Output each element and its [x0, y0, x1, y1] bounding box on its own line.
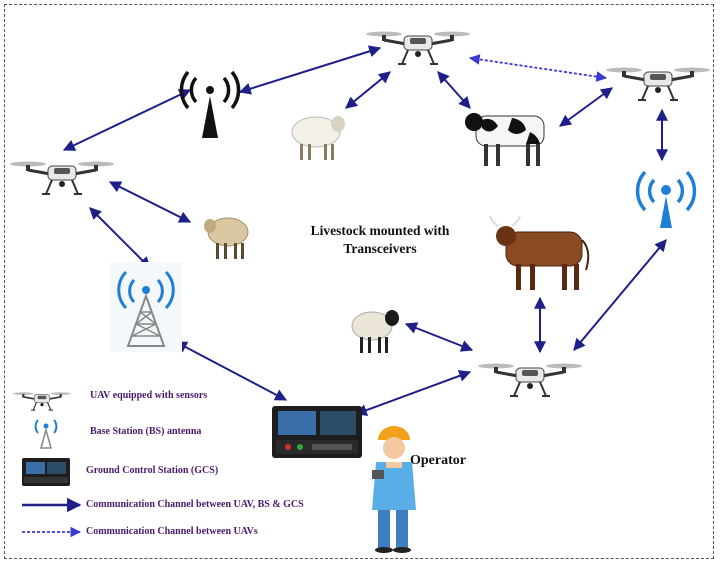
ground-control-station-icon	[22, 458, 70, 486]
wifi-antenna-icon	[635, 170, 697, 228]
operator-label: Operator	[410, 453, 466, 468]
drone-icon	[8, 160, 116, 196]
center-label: Livestock mounted with Transceivers	[290, 222, 470, 258]
arrow-gcs-to-drone-bottom	[354, 370, 472, 416]
drone-icon	[12, 391, 72, 411]
legend-label-gcs: Ground Control Station (GCS)	[86, 465, 219, 476]
ground-control-station-icon	[272, 406, 362, 458]
antenna-tower-icon	[110, 262, 182, 352]
legend	[12, 391, 82, 538]
legend-label-comm-uavs: Communication Channel between UAVs	[86, 526, 258, 537]
arrow-tower-to-drone-left	[62, 89, 192, 151]
legend-label-uav: UAV equipped with sensors	[90, 390, 208, 401]
cow-icon	[464, 112, 545, 167]
dashed-arrow-uav-to-uav	[468, 54, 608, 82]
antenna-tower-icon	[179, 70, 241, 138]
solid-arrows	[62, 45, 668, 416]
arrow-drone-top-to-cow	[437, 71, 471, 109]
drone-icon	[604, 66, 712, 102]
bull-icon	[489, 215, 590, 291]
arrow-drone-right-to-cow	[559, 87, 613, 127]
arrow-wifi-to-drone-bottom	[573, 239, 667, 351]
arrow-drone-top-to-tower	[238, 45, 382, 95]
center-label-line2: Transceivers	[343, 241, 417, 256]
arrow-drone-left-to-tower-left	[89, 207, 151, 269]
arrow-drone-top-to-sheep-white	[345, 71, 391, 109]
arrow-tower-left-to-gcs	[174, 341, 288, 401]
wifi-antenna-icon	[34, 419, 58, 449]
center-label-line1: Livestock mounted with	[310, 223, 450, 238]
diagram-frame	[4, 4, 714, 559]
sheep-icon	[203, 217, 249, 260]
arrow-sheep-black-to-drone-bottom	[404, 322, 474, 352]
drone-icon	[364, 30, 472, 66]
sheep-icon	[291, 115, 346, 161]
legend-label-bs: Base Station (BS) antenna	[90, 426, 202, 437]
legend-label-comm-uav-bs-gcs: Communication Channel between UAV, BS & …	[86, 499, 304, 510]
sheep-icon	[351, 309, 400, 354]
arrow-drone-left-to-sheep-tan	[108, 181, 192, 223]
drone-icon	[476, 362, 584, 398]
operator-icon	[372, 426, 416, 553]
